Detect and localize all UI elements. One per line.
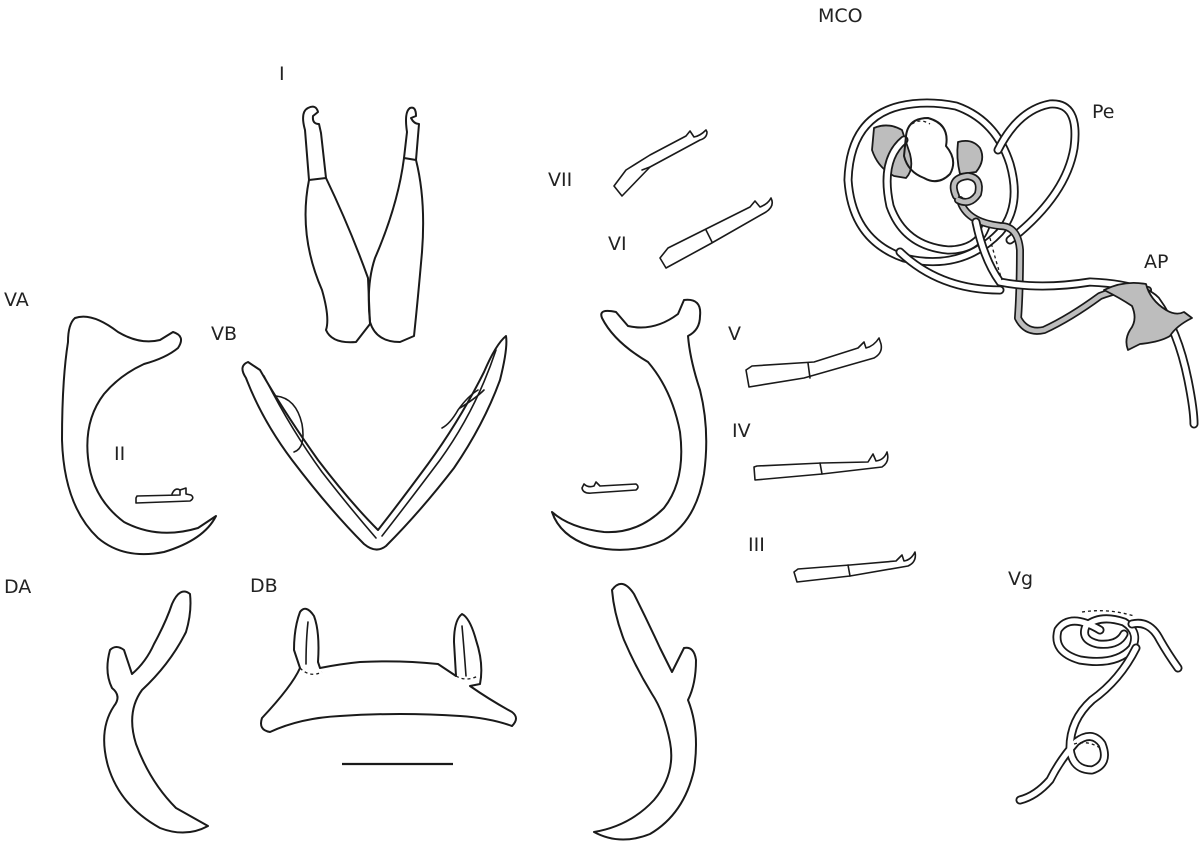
label-db: DB [250,575,278,597]
label-da: DA [4,576,31,598]
ventral-anchor-left [61,315,217,556]
male-copulatory-organ [843,98,1199,429]
hook-vii [613,129,708,197]
hook-iv [753,451,889,481]
label-hook-iv: IV [732,420,751,442]
hook-vi [659,197,773,269]
dorsal-anchor-right [593,583,697,841]
label-hook-vi: VI [608,233,627,255]
ventral-bar [241,335,508,551]
label-vb: VB [211,323,237,345]
label-hook-vii: VII [548,169,572,191]
hook-pair-i [302,105,425,344]
hook-iii [793,551,917,583]
label-va: VA [4,289,29,311]
label-vg: Vg [1008,568,1033,590]
vagina [1015,610,1183,805]
label-hook-i: I [279,63,285,85]
label-mco: MCO [818,5,863,27]
label-hook-ii: II [114,443,125,465]
hook-v [745,337,883,388]
dorsal-bar [260,607,517,733]
ventral-anchor-right [551,298,708,551]
dorsal-anchor-left [103,590,209,834]
hook-ii-right [581,481,639,494]
hook-ii [135,487,194,504]
label-pe: Pe [1092,101,1114,123]
label-ap: AP [1144,251,1168,273]
label-hook-iii: III [748,534,765,556]
label-hook-v: V [728,323,741,345]
